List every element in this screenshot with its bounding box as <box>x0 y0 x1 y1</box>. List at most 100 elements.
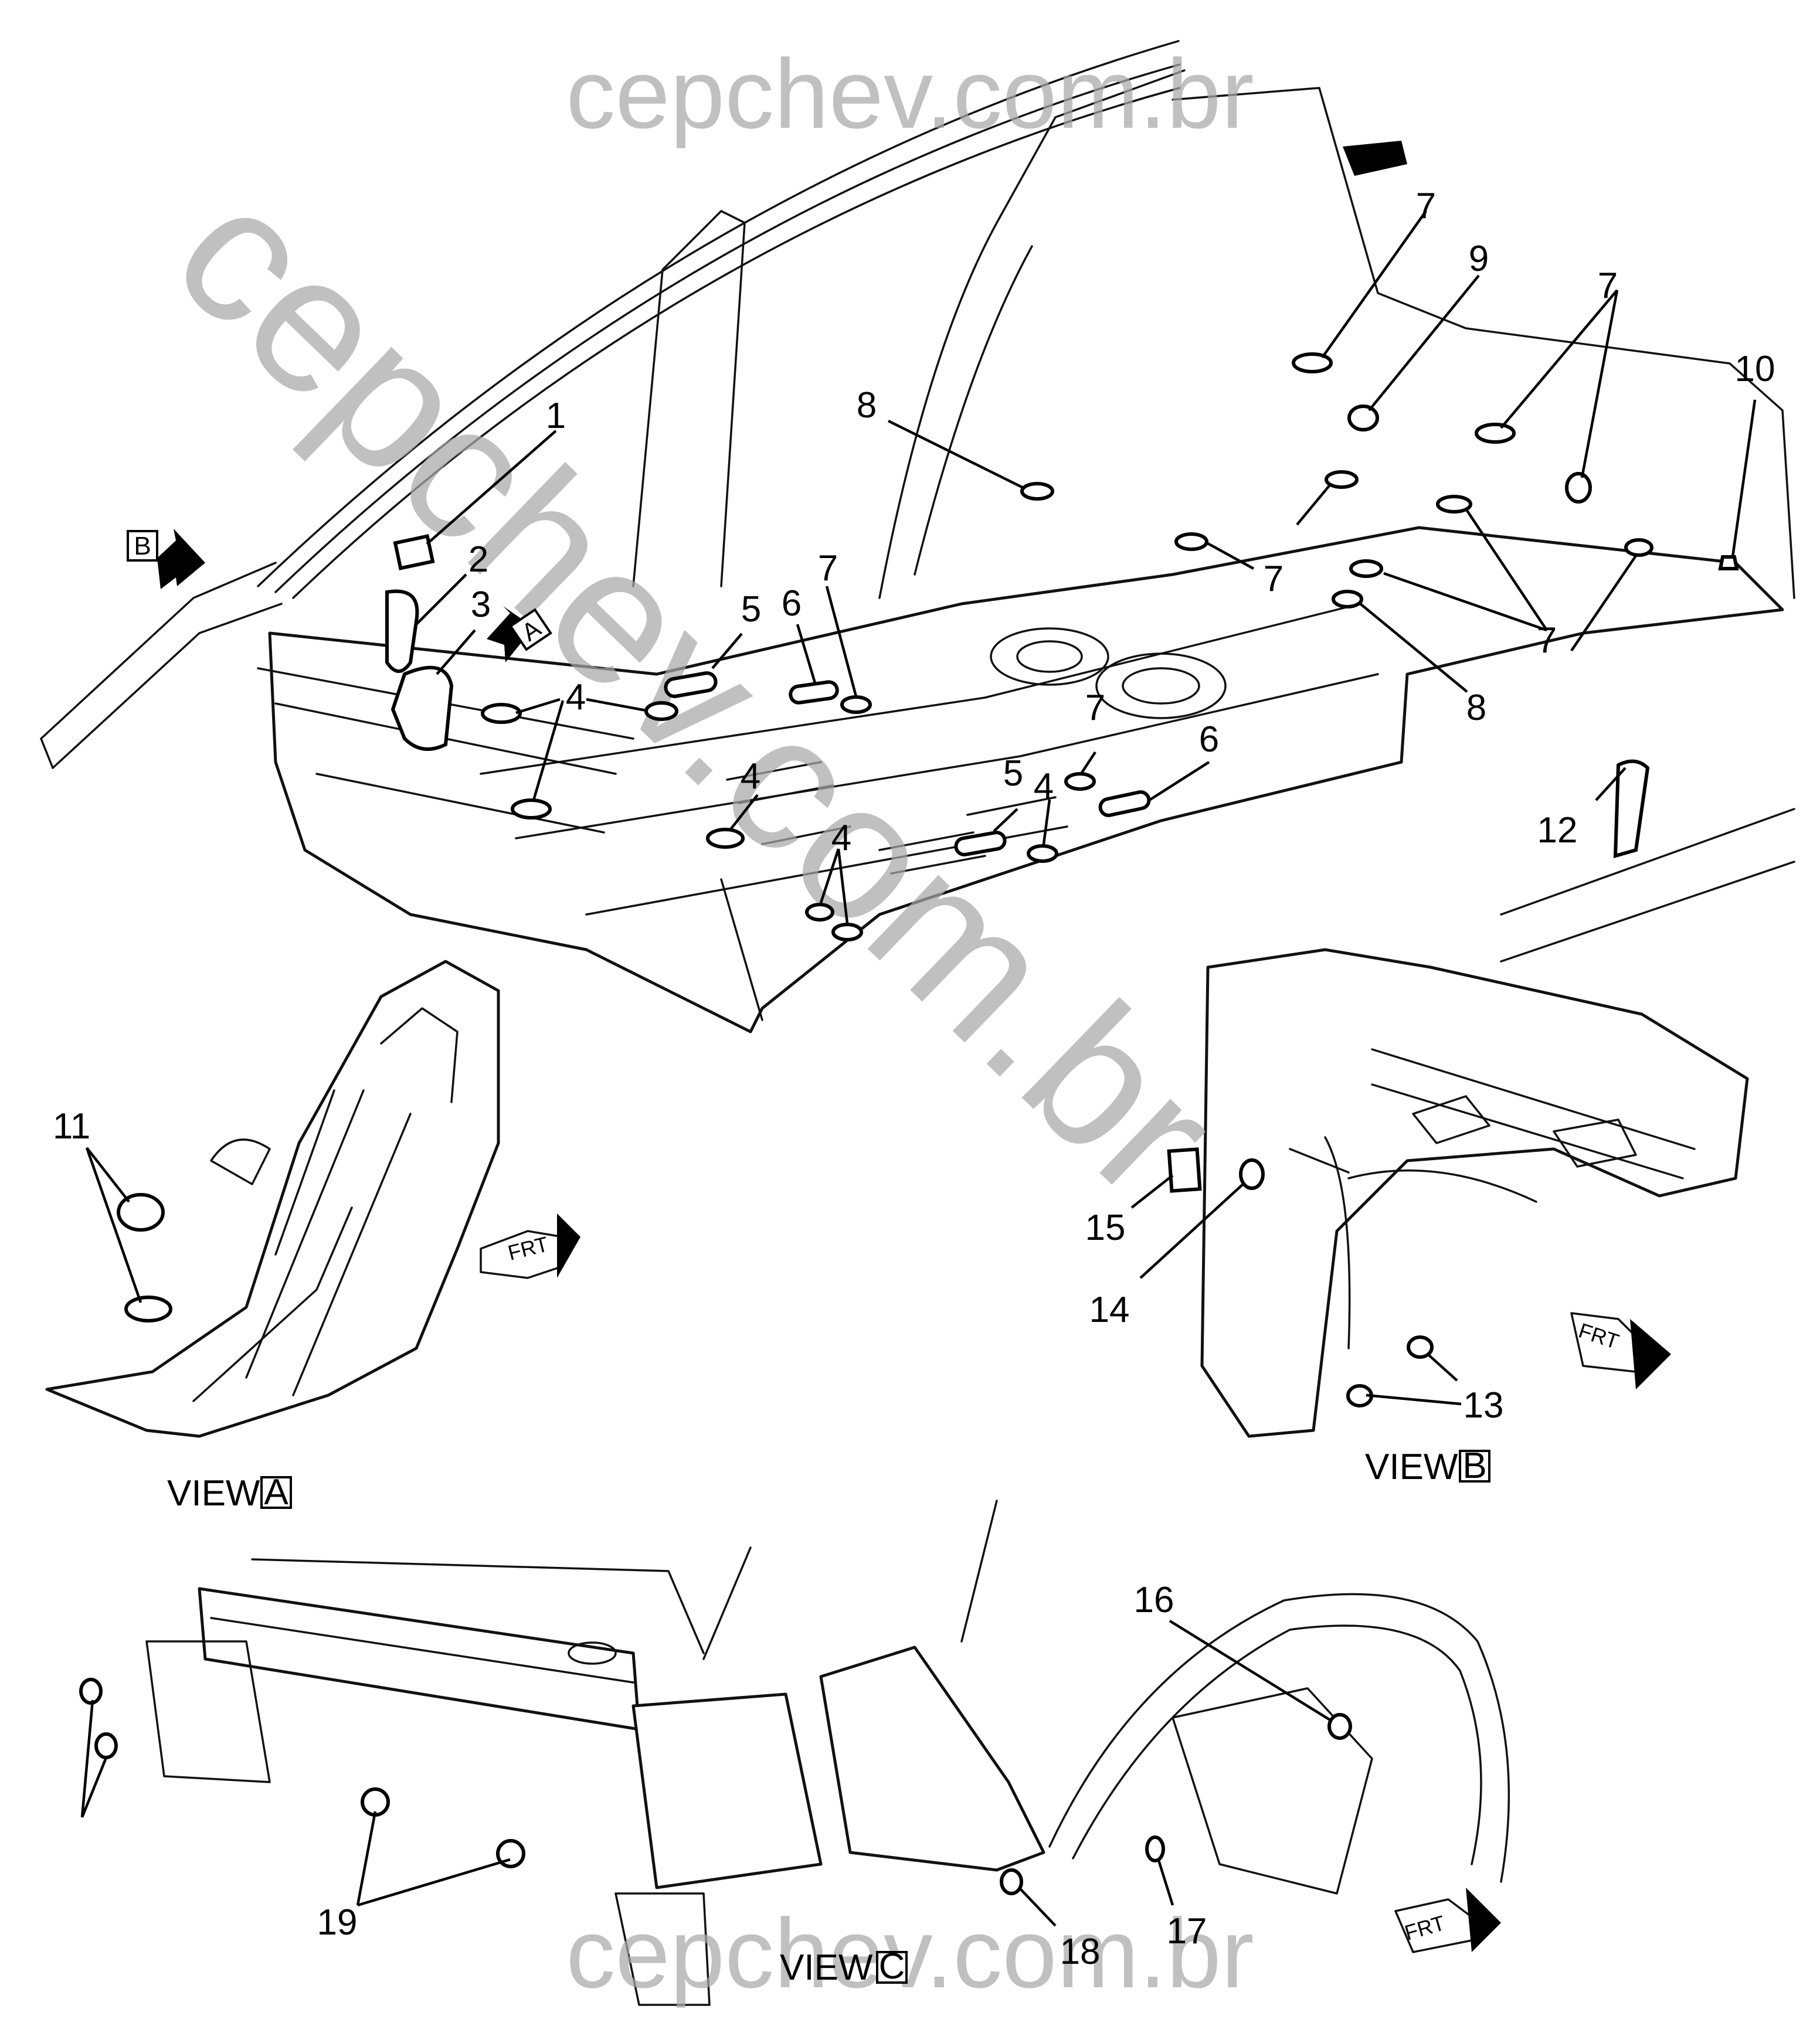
view-a-structure <box>45 960 500 1438</box>
plugs-detail-views <box>79 759 1650 1895</box>
callout-14: 14 <box>1089 1290 1130 1330</box>
view-b-arrow-icon <box>157 529 205 589</box>
plug-16 <box>1327 1713 1352 1740</box>
view-c-label-box <box>876 1951 908 1984</box>
plug-c-left-a <box>79 1678 103 1705</box>
view-b-marker: B <box>127 529 205 589</box>
view-c-label-text: VIEW <box>780 1947 873 1988</box>
front-arrow-view-c-label: FRT <box>1402 1910 1448 1945</box>
callout-17: 17 <box>1167 1911 1207 1952</box>
plug-7-g <box>1436 495 1472 514</box>
view-c-structure <box>145 1500 1510 2006</box>
plug-7-h <box>1349 559 1383 578</box>
plug-5-left <box>664 671 718 698</box>
callout-11: 11 <box>53 1106 90 1147</box>
callout-5-top: 5 <box>741 589 761 630</box>
front-arrow-view-b: FRT <box>1570 1312 1671 1389</box>
plug-7-c <box>1174 532 1208 551</box>
view-a-label-box <box>260 1476 292 1509</box>
callout-1: 1 <box>546 396 566 436</box>
plug-3-grommet <box>391 665 454 751</box>
view-c-marker <box>1343 141 1407 176</box>
view-c-label: VIEW C <box>780 1946 908 1988</box>
callout-19: 19 <box>317 1902 358 1943</box>
callout-8-low: 8 <box>1466 688 1486 728</box>
plug-19-a <box>361 1787 390 1817</box>
leader-lines <box>80 210 1757 1927</box>
plug-8-b <box>1332 590 1363 608</box>
plug-7-i <box>1624 538 1653 557</box>
callout-12: 12 <box>1537 810 1578 851</box>
main-body-structure <box>40 40 1795 1034</box>
callout-7-rear-top: 7 <box>1416 186 1436 226</box>
callout-4-top: 4 <box>566 677 586 718</box>
callout-6-top: 6 <box>782 583 802 624</box>
callout-15: 15 <box>1085 1208 1126 1248</box>
fastener-10 <box>1718 555 1739 570</box>
callout-4-mid: 4 <box>741 756 760 797</box>
front-arrow-view-a: FRT <box>480 1213 580 1279</box>
view-b-label-text: VIEW <box>1365 1447 1458 1487</box>
callout-10: 10 <box>1735 349 1775 389</box>
plug-17 <box>1145 1835 1165 1862</box>
callout-7-floor: 7 <box>818 548 838 589</box>
view-b-marker-letter: B <box>134 532 151 560</box>
callout-4-low: 4 <box>831 818 851 858</box>
plug-15-pad <box>1167 1147 1202 1193</box>
plug-9 <box>1347 404 1379 431</box>
callout-9: 9 <box>1469 239 1489 279</box>
watermark-top: cepchev.com.br <box>566 39 1254 149</box>
callout-16: 16 <box>1134 1580 1174 1620</box>
plug-4-mid-a <box>644 701 678 721</box>
plug-4-mid-b <box>706 828 745 849</box>
plug-8-a <box>1020 482 1054 501</box>
callout-7-floor-right: 7 <box>1085 688 1105 728</box>
plug-1-pad <box>393 534 435 570</box>
plug-18 <box>1000 1868 1023 1895</box>
callout-4-right: 4 <box>1034 766 1054 807</box>
callout-2: 2 <box>468 539 488 580</box>
watermark-bottom: cepchev.com.br <box>566 1898 1254 2008</box>
front-arrow-view-c: FRT <box>1394 1888 1501 1953</box>
view-b-structure <box>1200 808 1795 1438</box>
callout-7-rear-low: 7 <box>1537 620 1557 661</box>
plug-2-oval <box>385 589 419 673</box>
view-c-arrow-icon <box>1343 141 1407 176</box>
callout-7-rear-right: 7 <box>1598 266 1618 306</box>
view-b-label: VIEW B <box>1365 1446 1490 1487</box>
plug-7-oval <box>1565 472 1592 504</box>
plug-13-upper <box>1407 1335 1434 1359</box>
view-b-marker-box <box>127 530 158 562</box>
plugs-main-view <box>385 352 1739 941</box>
plug-7-a <box>840 695 872 714</box>
plug-7-d <box>1292 352 1333 373</box>
plug-4-right <box>1027 844 1058 863</box>
view-c-label-letter: C <box>879 1946 905 1987</box>
plug-6-right <box>1098 790 1151 817</box>
callout-5-low: 5 <box>1003 753 1023 794</box>
front-arrow-view-b-label: FRT <box>1576 1318 1622 1354</box>
view-a-marker: A <box>487 606 552 662</box>
plug-5-right <box>954 831 1007 856</box>
callout-3: 3 <box>471 584 491 625</box>
callout-6-right: 6 <box>1199 719 1219 760</box>
plug-c-left-b <box>94 1732 118 1759</box>
plug-14 <box>1239 1158 1265 1190</box>
plug-4-rear-a <box>805 903 834 922</box>
plug-11-lower <box>124 1296 172 1323</box>
plug-7-e <box>1325 470 1359 489</box>
view-a-label-letter: A <box>264 1472 288 1512</box>
plug-6-left <box>789 680 839 705</box>
callout-13: 13 <box>1464 1385 1504 1426</box>
callout-8-top: 8 <box>857 385 877 426</box>
callout-18: 18 <box>1060 1932 1101 1972</box>
view-b-label-box <box>1459 1450 1490 1483</box>
callout-numbers: 1 2 3 4 4 4 4 5 5 6 6 7 7 7 7 7 7 8 8 9 … <box>53 186 1775 1972</box>
plug-7-f <box>1475 423 1516 444</box>
plug-4-rear-b <box>831 923 863 941</box>
view-b-label-letter: B <box>1462 1446 1486 1486</box>
plug-11-upper <box>117 1193 165 1232</box>
view-a-label-text: VIEW <box>167 1473 260 1514</box>
plug-12 <box>1613 759 1650 859</box>
